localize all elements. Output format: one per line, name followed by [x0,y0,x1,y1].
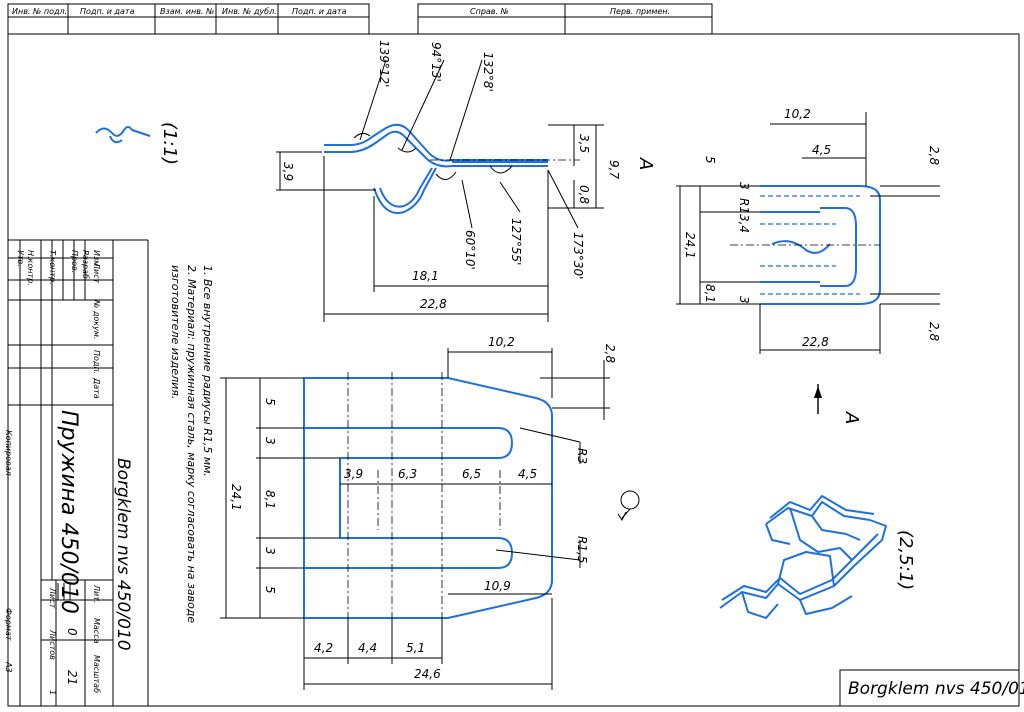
dim-plan-3-top: 3 [263,437,277,445]
note-line-3: изготовителе изделия. [169,265,182,399]
dim-plan-8-1: 8,1 [263,490,277,509]
dim-va-r13-4: R13,4 [737,198,751,233]
dim-plan-r3: R3 [575,448,589,464]
dim-plan-5-top: 5 [263,398,277,406]
stamp-cell-2: Подп. и дата [80,7,135,16]
dim-ang-94: 94°13' [429,42,443,82]
tb-row-utv: Утв. [16,250,25,267]
dim-plan-r1-5: R1,5 [575,536,589,563]
tb-row-razrab: Разраб. [81,250,90,281]
dim-va-5: 5 [703,156,717,164]
dim-plan-4-5: 4,5 [518,467,537,481]
dim-va-2-8-top: 2,8 [927,146,941,165]
dim-va-2-8-bottom: 2,8 [927,322,941,341]
view-a-label-top: А [635,157,656,170]
dim-va-24-1: 24,1 [683,232,697,259]
stamp-cell-perv-primen: Перв. примен. [610,7,670,16]
stamp-cell-4: Инв. № дубл. [222,7,277,16]
isometric-view [719,495,887,619]
dim-side-0-8: 0,8 [577,185,591,204]
top-stamp-labels: Инв. № подл. Подп. и дата Взам. инв. № И… [12,7,670,16]
view-a-dimensions: 10,2 4,5 2,8 2,8 24,1 5 3 R13,4 8,1 3 22… [676,107,941,354]
tb-mass: Масса [92,618,101,644]
tb-copied: Копировал [4,430,13,476]
technical-notes: 1. Все внутренние радиусы R1,5 мм. 2. Ма… [169,265,214,623]
iso-scale-label: (2,5:1) [895,530,916,590]
dim-ang-60: 60°10' [463,230,477,270]
dim-plan-5-bottom: 5 [263,586,277,594]
tb-part-name: Пружина 450/010 [56,410,81,614]
tb-row-tkontr: Т.контр. [48,250,57,285]
dim-plan-6-5: 6,5 [462,467,481,481]
side-view-profile [324,123,580,214]
dim-side-3-5: 3,5 [577,134,591,153]
plan-view-dimensions: 10,2 2,8 24,1 5 3 8,1 3 5 3,9 6,3 6,5 4,… [220,335,617,690]
note-line-1: 1. Все внутренние радиусы R1,5 мм. [201,265,214,477]
corner-title: Borgklem nvs 450/010 [848,679,1024,699]
tb-format: Формат [4,608,13,641]
dim-va-22-8: 22,8 [802,335,829,349]
tb-col-podp: Подп. [92,350,101,374]
dim-ang-173: 173°30' [571,232,585,279]
dim-ang-132: 132°8' [481,52,495,92]
stamp-cell-3: Взам. инв. № [160,7,214,16]
note-line-2: 2. Материал: пружинная сталь, марку согл… [185,265,198,623]
dim-va-3-top: 3 [737,182,751,190]
dim-plan-24-1: 24,1 [229,484,243,511]
dim-va-3-bottom: 3 [737,296,751,304]
stamp-cell-1: Инв. № подл. [12,7,67,16]
tb-sheet: Лист [48,587,57,609]
title-block-labels: Изм. Лист № докум. Подп. Дата Разраб. Пр… [4,250,133,695]
dim-plan-10-9: 10,9 [484,579,511,593]
dim-side-22-8: 22,8 [420,297,447,311]
tb-row-nkontr: Н.контр. [26,250,35,286]
dim-va-10-2: 10,2 [784,107,811,121]
tb-sheets: Листов [48,629,57,660]
dim-plan-5-1: 5,1 [406,641,425,655]
tb-name: Borgklem nvs 450/010 [113,458,133,651]
dim-ang-127: 127°55' [509,218,523,265]
dim-side-3-9: 3,9 [281,162,295,181]
tb-col-izm: Изм. [92,250,101,269]
dim-plan-24-6: 24,6 [414,667,441,681]
dim-plan-4-4: 4,4 [358,641,377,655]
dim-plan-6-3: 6,3 [398,467,417,481]
tb-row-prov: Пров. [70,250,79,273]
side-scale-label: (1:1) [159,122,180,165]
view-a-arrow [814,384,822,414]
sheet-frame [7,3,1020,707]
tb-sheets-val: 1 [48,690,57,695]
corner-title-box [839,669,1020,707]
dim-plan-3-bottom: 3 [263,547,277,555]
view-a-outline [730,185,881,305]
dim-side-18-1: 18,1 [412,269,439,283]
title-block [7,239,149,707]
side-view-dimensions: 139°12' 94°13' 132°8' 60°10' 127°55' 173… [276,40,621,322]
tb-mass-val: 0 [65,628,79,636]
dim-plan-10-2: 10,2 [488,335,515,349]
tb-format-val: А3 [4,661,13,673]
tb-scale-val: 21 [65,670,79,685]
unfold-symbol-icon [617,490,640,521]
dim-va-4-5: 4,5 [812,143,831,157]
stamp-cell-spravka: Справ. № [470,7,509,16]
spring-actual-size-icon [95,126,151,144]
dim-plan-4-2: 4,2 [314,641,333,655]
view-a-label-arrow: А [841,411,862,424]
stamp-cell-5: Подп. и дата [292,7,347,16]
dim-plan-2-8: 2,8 [603,344,617,363]
dim-va-8-1: 8,1 [703,284,717,303]
tb-col-dokum: № докум. [92,299,101,339]
dim-plan-3-9: 3,9 [344,467,363,481]
tb-lit: Лит. [92,584,101,603]
dim-ang-139: 139°12' [377,40,391,87]
dim-side-9-7: 9,7 [607,160,621,179]
tb-scale: Масштаб [92,655,101,693]
tb-col-list: Лист [92,262,101,284]
tb-col-data: Дата [92,377,101,399]
plan-view-outline [303,372,553,624]
